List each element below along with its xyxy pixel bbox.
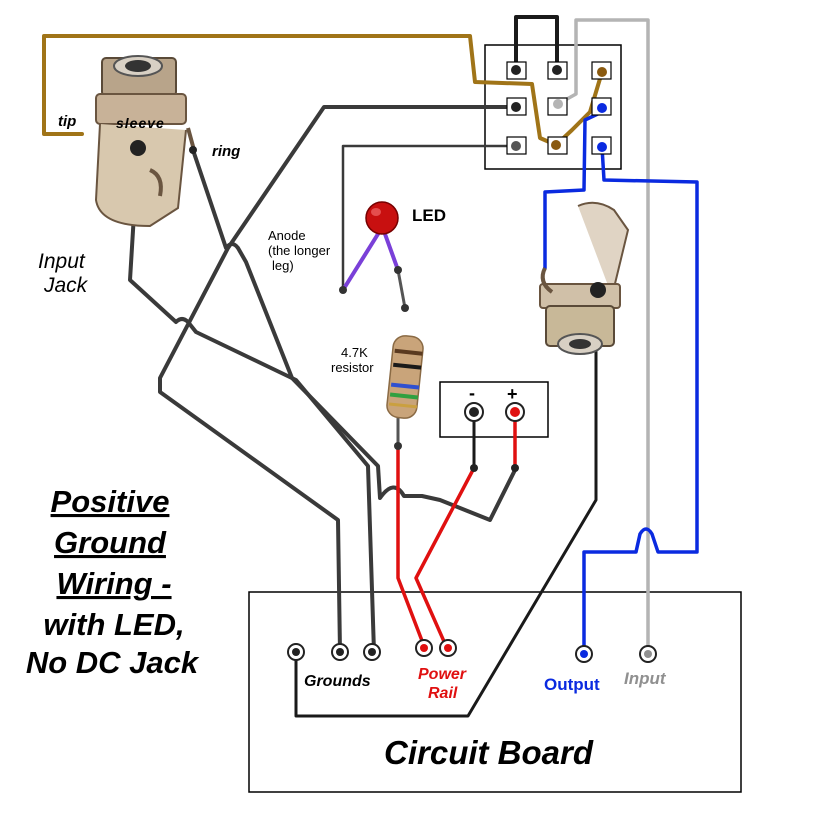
title-line-5: No DC Jack xyxy=(26,645,200,680)
footswitch-lugs xyxy=(506,61,612,155)
label-anode-2: (the longer xyxy=(268,243,331,258)
wire-brown xyxy=(42,34,604,147)
led-resistor-lead xyxy=(396,268,407,310)
label-power-rail-2: Rail xyxy=(428,685,458,702)
label-input-jack-1: Input xyxy=(38,250,86,273)
wire-black-anode xyxy=(341,144,518,292)
label-grounds: Grounds xyxy=(304,673,371,690)
label-circuit-board: Circuit Board xyxy=(384,734,594,771)
led-icon xyxy=(365,201,399,235)
wire-blue-jack xyxy=(543,110,604,270)
label-output: Output xyxy=(544,675,600,694)
label-input: Input xyxy=(624,669,667,688)
label-tip: tip xyxy=(58,113,76,130)
led-leg-cathode xyxy=(383,232,400,272)
label-sleeve: sleeve xyxy=(116,115,165,131)
title-line-2: Ground xyxy=(54,525,167,560)
wire-red-power-2 xyxy=(414,466,476,648)
wire-black-footswitch-to-sleeve xyxy=(158,105,518,654)
board-pads xyxy=(287,639,657,663)
circuit-board-frame xyxy=(248,591,742,793)
label-input-jack-2: Jack xyxy=(43,274,89,297)
led-leg-anode xyxy=(341,232,380,292)
label-power-rail-1: Power xyxy=(418,666,467,683)
battery-terminals xyxy=(464,402,525,472)
led-cathode-end xyxy=(394,266,402,274)
title-line-1: Positive xyxy=(51,484,170,519)
wire-black-output-ground xyxy=(294,288,598,718)
label-resistor-1: 4.7K xyxy=(341,345,368,360)
label-anode-3: leg) xyxy=(272,258,294,273)
wire-gray xyxy=(556,18,650,654)
led-anode-end xyxy=(339,286,347,294)
label-battery-minus: - xyxy=(469,383,475,403)
label-anode-1: Anode xyxy=(268,228,306,243)
label-battery-plus: + xyxy=(507,384,518,404)
label-ring: ring xyxy=(212,143,240,160)
wire-jumper-black xyxy=(514,15,559,72)
wire-red-power-1 xyxy=(396,446,426,648)
wire-blue-output xyxy=(582,145,699,654)
input-jack-icon xyxy=(94,55,197,228)
label-led: LED xyxy=(412,206,446,225)
wire-black-sleeve-ground xyxy=(128,146,376,654)
title-line-3: Wiring - xyxy=(56,566,171,601)
output-jack-icon xyxy=(539,201,630,355)
title-line-4: with LED, xyxy=(43,607,184,642)
resistor-icon xyxy=(386,304,424,450)
battery-frame xyxy=(439,381,549,438)
wire-black-ring xyxy=(191,148,518,522)
label-resistor-2: resistor xyxy=(331,360,374,375)
